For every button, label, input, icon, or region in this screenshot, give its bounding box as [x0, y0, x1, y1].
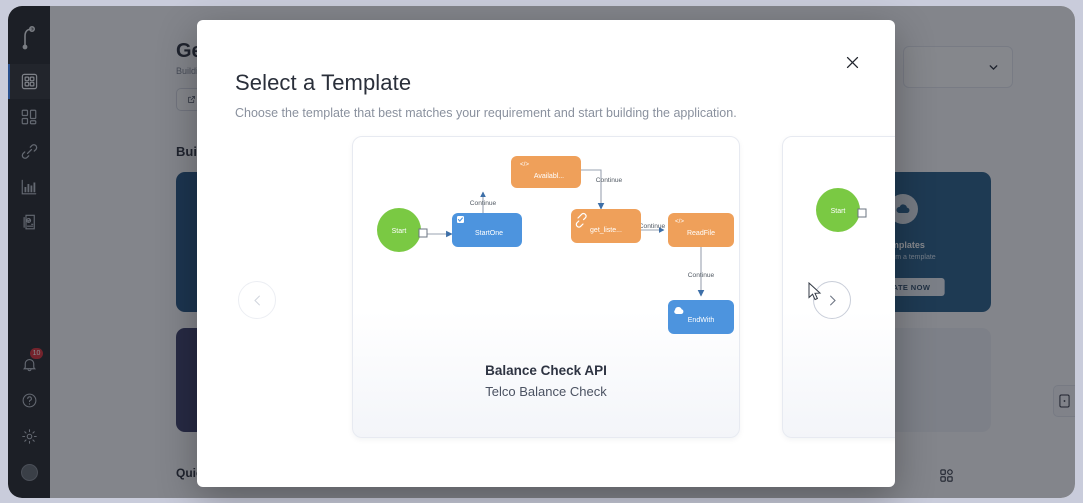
template-card-balance-check[interactable]: Continue Continue Continue Continue Star… [352, 136, 740, 438]
svg-text:Continue: Continue [470, 200, 497, 207]
svg-text:</>: </> [520, 161, 529, 168]
carousel-prev-button[interactable] [238, 281, 276, 319]
svg-text:Continue: Continue [596, 177, 623, 184]
template-title: Balance Check API [485, 363, 607, 378]
chevron-left-icon [253, 295, 260, 305]
select-template-modal: Select a Template Choose the template th… [197, 20, 895, 487]
svg-text:Start: Start [831, 208, 846, 215]
svg-text:get_liste...: get_liste... [590, 227, 622, 234]
template-carousel: Continue Continue Continue Continue Star… [197, 136, 895, 451]
svg-text:ReadFile: ReadFile [687, 230, 715, 237]
chevron-right-icon [829, 295, 836, 305]
close-icon[interactable] [839, 49, 865, 75]
svg-text:Continue: Continue [688, 272, 715, 279]
carousel-next-button[interactable] [813, 281, 851, 319]
svg-text:Start: Start [392, 228, 407, 235]
svg-text:Continue: Continue [639, 223, 666, 230]
svg-text:</>: </> [675, 218, 684, 225]
modal-subtitle: Choose the template that best matches yo… [235, 106, 737, 120]
svg-text:StartOne: StartOne [475, 230, 503, 237]
template-flow-diagram: Continue Continue Continue Continue Star… [377, 156, 734, 334]
svg-text:EndWith: EndWith [688, 317, 715, 324]
template-flow-diagram-next: Start [816, 188, 867, 232]
svg-text:Availabl...: Availabl... [534, 173, 564, 180]
modal-title: Select a Template [235, 70, 412, 95]
template-subtitle: Telco Balance Check [485, 384, 607, 399]
